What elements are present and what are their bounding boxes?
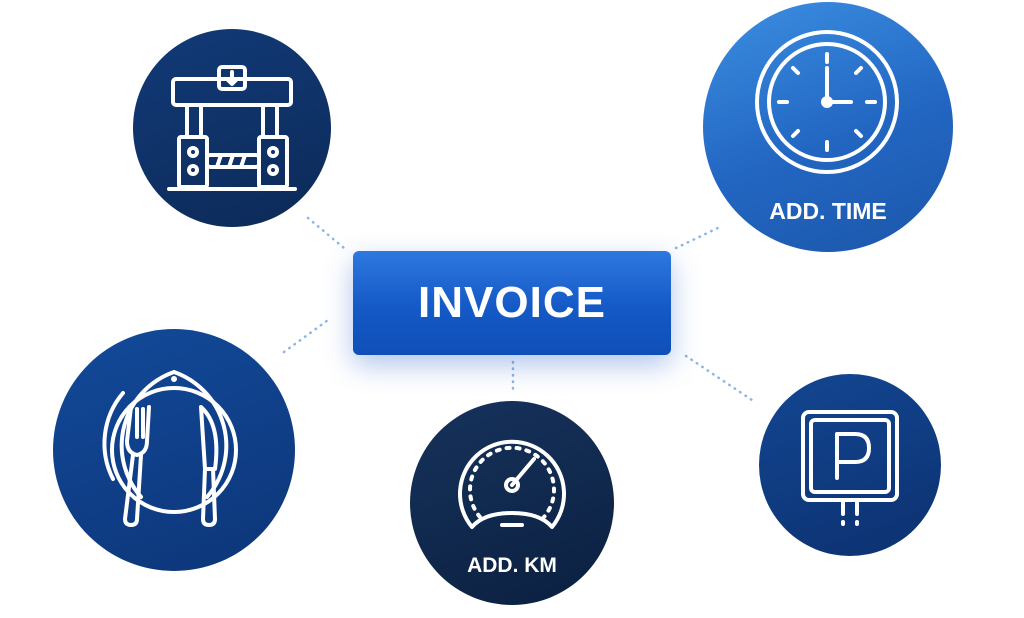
invoice-label: INVOICE <box>418 278 606 327</box>
toll-node <box>133 29 331 227</box>
connector-parking <box>684 354 754 402</box>
invoice-box: INVOICE <box>353 251 671 355</box>
add-time-node: ADD. TIME <box>703 2 953 252</box>
parking-sign-icon <box>801 410 899 526</box>
parking-node <box>759 374 941 556</box>
connector-toll <box>306 216 346 250</box>
connector-meal <box>282 318 330 354</box>
connector-time <box>674 224 724 250</box>
add-time-label: ADD. TIME <box>769 198 887 224</box>
add-km-node: ADD. KM <box>410 401 614 605</box>
toll-gate-icon <box>167 65 297 191</box>
clock-icon <box>755 30 899 174</box>
add-km-label: ADD. KM <box>467 554 557 577</box>
speedometer-icon <box>458 439 566 529</box>
plate-fork-knife-icon <box>102 370 238 527</box>
meal-node <box>53 329 295 571</box>
